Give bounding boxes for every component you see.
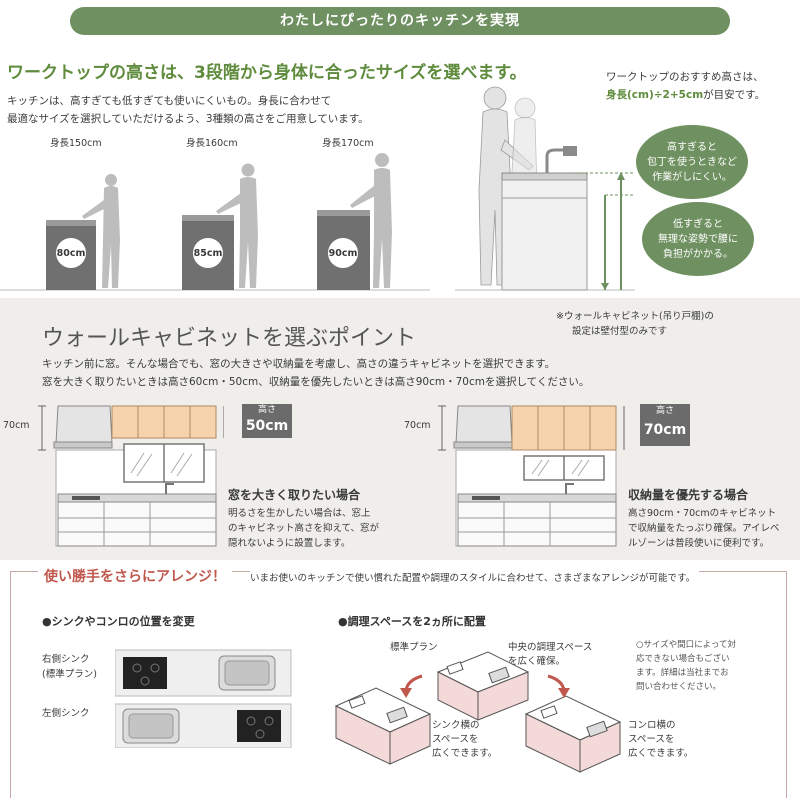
wall-cabinet-heading: ウォールキャビネットを選ぶポイント <box>42 326 417 351</box>
left-top-height: 70cm <box>3 420 30 431</box>
counter-height-80: 80cm <box>56 248 86 259</box>
center-space-2: を広く確保。 <box>508 656 566 667</box>
wall-note-1: ※ウォールキャビネット(吊り戸棚)の <box>556 311 714 322</box>
sink-side-1: シンク横の <box>432 720 480 731</box>
left-case-desc-3: 隠れないように設置します。 <box>228 538 351 549</box>
arrange-note-4: 問い合わせください。 <box>636 682 722 692</box>
left-sink-label: 左側シンク <box>42 708 90 719</box>
left-case-desc-1: 明るさを生かしたい場合は、窓上 <box>228 508 371 519</box>
worktop-desc-2: 最適なサイズを選択していただけるよう、3種類の高さをご用意しています。 <box>7 113 369 125</box>
recommend-suffix: が目安です。 <box>703 89 766 101</box>
standard-plan-label: 標準プラン <box>390 642 438 653</box>
left-cabinet-badge: 高さ 50cm <box>242 404 292 438</box>
height-illustration <box>0 153 430 291</box>
stove-side-2: スペースを <box>628 734 675 745</box>
wall-desc-1: キッチン前に窓。そんな場合でも、窓の大きさや収納量を考慮し、高さの違うキャビネッ… <box>42 358 556 370</box>
arrange-intro: いまお使いのキッチンで使い慣れた配置や調理のスタイルに合わせて、さまざまなアレン… <box>250 570 700 584</box>
counter-height-90: 90cm <box>328 248 358 259</box>
arrange-note-1: ○サイズや間口によって対 <box>636 640 736 650</box>
cooking-person-illustration <box>455 86 635 291</box>
counter-height-85: 85cm <box>193 248 223 259</box>
worktop-heading: ワークトップの高さは、3段階から身体に合ったサイズを選べます。 <box>7 63 527 83</box>
kitchen-illustration-left <box>38 405 224 547</box>
right-badge-label: 高さ <box>655 406 674 416</box>
kitchen-illustration-right <box>438 405 625 547</box>
right-top-height: 70cm <box>404 420 431 431</box>
recommend-formula-line: 身長(cm)÷2+5cmが目安です。 <box>606 86 765 104</box>
bubble-too-low: 低すぎると 無理な姿勢で腰に 負担がかかる。 <box>642 202 754 276</box>
space-title: ●調理スペースを2ヵ所に配置 <box>338 615 486 628</box>
right-case-desc-3: ルゾーンは普段使いに便利です。 <box>628 538 770 549</box>
wall-note-2: 設定は壁付型のみです <box>572 326 668 337</box>
worktop-desc-1: キッチンは、高すぎても低すぎても使いにくいもの。身長に合わせて <box>7 95 332 107</box>
arrange-note-3: ます。詳細は当社までお <box>636 668 729 678</box>
left-case-desc-2: のキャビネット高さを抑えて、窓が <box>228 523 380 534</box>
stove-side-3: 広くできます。 <box>628 748 694 759</box>
right-cabinet-badge: 高さ 70cm <box>640 404 690 446</box>
height-label-170: 身長170cm <box>322 138 374 149</box>
height-label-160: 身長160cm <box>186 138 238 149</box>
right-sink-sublabel: (標準プラン) <box>42 669 97 680</box>
section-banner: わたしにぴったりのキッチンを実現 <box>70 7 730 35</box>
right-sink-label: 右側シンク <box>42 654 90 665</box>
wall-desc-2: 窓を大きく取りたいときは高さ60cm・50cm、収納量を優先したいときは高さ90… <box>42 376 590 388</box>
arrange-heading: 使い勝手をさらにアレンジ！ <box>38 566 232 586</box>
sink-side-2: スペースを <box>432 734 479 745</box>
bubble-too-high: 高すぎると 包丁を使うときなど 作業がしにくい。 <box>636 125 748 199</box>
right-badge-value: 70cm <box>643 422 687 438</box>
arrange-note-2: 応できない場合もござい <box>636 654 730 664</box>
arrange-note: ○サイズや間口によって対 応できない場合もござい ます。詳細は当社までお 問い合… <box>636 638 736 694</box>
stove-side-1: コンロ横の <box>628 720 676 731</box>
right-case-desc-2: で収納量をたっぷり確保。アイレベ <box>628 523 780 534</box>
height-label-150: 身長150cm <box>50 138 102 149</box>
left-badge-label: 高さ <box>257 405 276 415</box>
sink-layout-diagrams <box>115 649 292 748</box>
right-case-title: 収納量を優先する場合 <box>628 488 749 502</box>
right-case-desc-1: 高さ90cm・70cmのキャビネット <box>628 508 777 519</box>
recommend-formula: 身長(cm)÷2+5cm <box>606 89 704 101</box>
left-badge-value: 50cm <box>245 418 289 434</box>
space-layout-diagrams <box>334 651 622 773</box>
sink-position-title: ●シンクやコンロの位置を変更 <box>42 615 195 628</box>
recommend-line: ワークトップのおすすめ高さは、 <box>606 71 764 83</box>
sink-side-3: 広くできます。 <box>432 748 498 759</box>
left-case-title: 窓を大きく取りたい場合 <box>228 488 361 502</box>
center-space-1: 中央の調理スペース <box>508 642 593 653</box>
